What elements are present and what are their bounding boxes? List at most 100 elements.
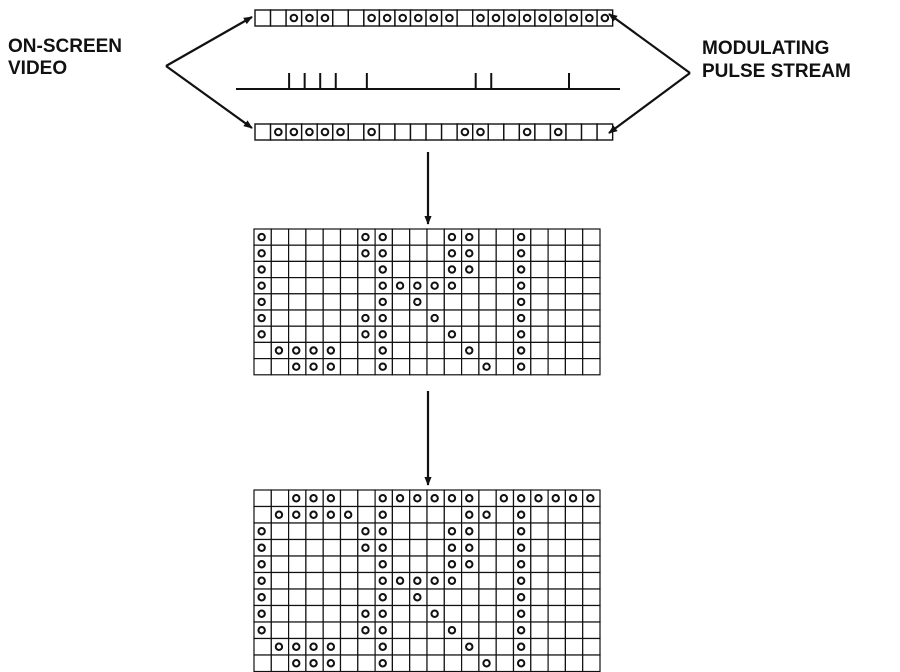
grid-cell: [582, 555, 601, 574]
grid-cell: [495, 293, 515, 311]
grid-cell: [530, 358, 549, 376]
pixel-dot: [447, 543, 457, 552]
pixel-dot: [274, 510, 284, 519]
grid-cell: [305, 260, 324, 279]
grid-cell: [426, 277, 445, 295]
grid-cell: [426, 588, 445, 607]
grid-cell: [253, 555, 272, 574]
grid-cell: [564, 604, 584, 623]
grid-cell: [253, 244, 272, 262]
pixel-dot: [516, 626, 526, 635]
strip-cell: [503, 123, 521, 141]
grid-cell: [461, 244, 480, 262]
pixel-dot: [361, 527, 370, 536]
pixel-dot: [326, 659, 336, 668]
grid-cell: [582, 505, 601, 524]
grid-cell: [530, 654, 549, 672]
pixel-dot: [476, 13, 485, 23]
grid-cell: [495, 277, 515, 295]
pixel-dot: [465, 642, 474, 651]
grid-cell: [253, 538, 272, 557]
pixel-dot: [516, 576, 526, 585]
grid-cell: [426, 325, 445, 344]
pixel-dot: [516, 527, 526, 536]
grid-cell: [461, 325, 480, 344]
grid-cell: [322, 260, 342, 279]
grid-cell: [253, 228, 272, 246]
grid-cell: [270, 555, 290, 574]
pixel-dot: [289, 127, 299, 137]
grid-cell: [478, 522, 497, 541]
grid-cell: [322, 604, 342, 623]
grid-cell: [409, 358, 428, 376]
grid-cell: [305, 358, 324, 376]
grid-cell: [357, 325, 376, 344]
grid-cell: [443, 538, 463, 557]
grid-cell: [564, 325, 584, 344]
grid-cell: [512, 505, 532, 524]
grid-cell: [322, 571, 342, 590]
arrow-left-to-top-strip: [165, 16, 253, 67]
grid-cell: [322, 621, 342, 640]
pixel-dot: [378, 642, 387, 651]
strip-cell: [332, 9, 350, 27]
grid-cell: [530, 604, 549, 623]
strip-cell: [409, 123, 427, 141]
grid-cell: [305, 244, 324, 262]
grid-cell: [443, 588, 463, 607]
strip-cell: [347, 123, 365, 141]
pixel-dot: [361, 543, 370, 552]
pixel-dot: [447, 330, 457, 339]
grid-cell: [478, 244, 497, 262]
grid-cell: [322, 228, 342, 246]
grid-cell: [339, 538, 359, 557]
pixel-dot: [378, 297, 387, 307]
grid-cell: [322, 293, 342, 311]
grid-cell: [512, 489, 532, 508]
grid-cell: [288, 489, 307, 508]
pixel-dot: [430, 313, 439, 323]
grid-cell: [495, 341, 515, 360]
grid-cell: [374, 604, 394, 623]
grid-cell: [288, 621, 307, 640]
grid-cell: [426, 341, 445, 360]
grid-cell: [339, 621, 359, 640]
grid-cell: [357, 621, 376, 640]
pixel-dot: [257, 560, 266, 569]
grid-cell: [443, 604, 463, 623]
strip-cell: [316, 123, 334, 141]
grid-cell: [305, 309, 324, 327]
grid-cell: [357, 293, 376, 311]
strip-cell: [456, 9, 474, 27]
grid-cell: [547, 309, 566, 327]
grid-cell: [305, 555, 324, 574]
grid-cell: [461, 621, 480, 640]
grid-cell: [478, 293, 497, 311]
pixel-dot: [257, 593, 266, 602]
bottom-video-strip: [254, 123, 614, 141]
strip-cell: [503, 9, 521, 27]
pixel-dot: [600, 13, 610, 23]
grid-cell: [253, 588, 272, 607]
grid-cell: [564, 244, 584, 262]
grid-cell: [426, 293, 445, 311]
strip-cell: [487, 123, 505, 141]
pixel-dot: [326, 362, 336, 371]
pixel-dot: [257, 313, 266, 323]
pixel-dot: [465, 510, 474, 519]
strip-cell: [425, 123, 443, 141]
grid-cell: [305, 604, 324, 623]
pixel-dot: [309, 362, 318, 371]
grid-cell: [530, 277, 549, 295]
pixel-dot: [274, 642, 284, 651]
pixel-dot: [553, 127, 563, 137]
grid-cell: [461, 358, 480, 376]
pixel-dot: [292, 346, 301, 355]
grid-cell: [288, 588, 307, 607]
grid-cell: [564, 522, 584, 541]
grid-cell: [478, 604, 497, 623]
pixel-dot: [516, 543, 526, 552]
pixel-dot: [447, 494, 457, 503]
grid-cell: [305, 588, 324, 607]
pixel-dot: [516, 281, 526, 290]
